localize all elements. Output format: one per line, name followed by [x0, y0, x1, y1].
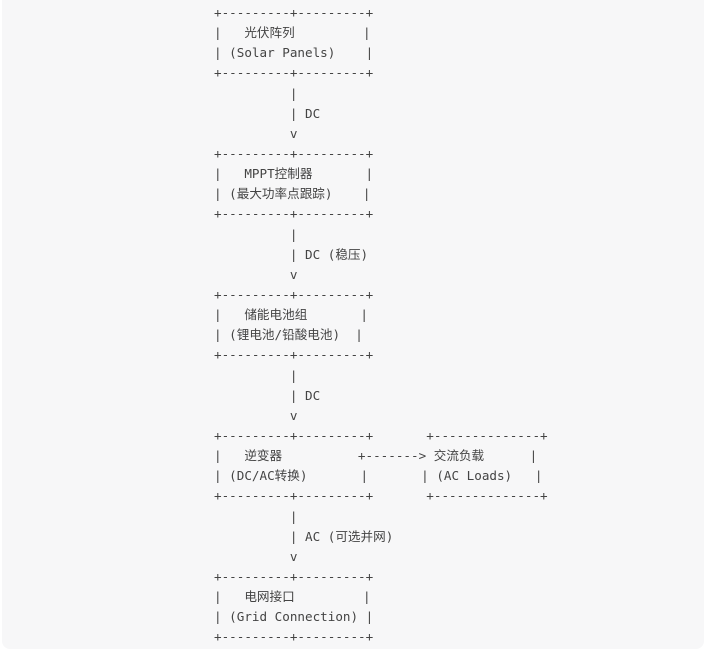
- ascii-diagram: +---------+---------+ | 光伏阵列 | | (Solar Pa…: [214, 3, 548, 648]
- inverter-and-loads-bottom-border: +---------+---------+ +--------------+: [214, 488, 548, 504]
- grid-box-top-border: +---------+---------+: [214, 568, 374, 584]
- battery-box-top-border: +---------+---------+: [214, 286, 374, 302]
- connector-label-dc: | DC: [214, 387, 321, 403]
- inverter-and-loads-subtitle-row: | (DC/AC转换) | | (AC Loads) |: [214, 468, 543, 484]
- connector-label-dc: | DC: [214, 105, 321, 121]
- mppt-box-subtitle: | (最大功率点跟踪) |: [214, 186, 371, 202]
- inverter-to-loads-title-row: | 逆变器 +-------> 交流负载 |: [214, 448, 538, 464]
- solar-box-subtitle: | (Solar Panels) |: [214, 45, 374, 61]
- connector-label-dc-regulated: | DC (稳压): [214, 246, 369, 262]
- battery-box-title: | 储能电池组 |: [214, 307, 368, 323]
- connector-line: |: [214, 85, 298, 101]
- battery-box-subtitle: | (锂电池/铅酸电池) |: [214, 327, 363, 343]
- grid-box-subtitle: | (Grid Connection) |: [214, 609, 374, 625]
- inverter-and-loads-top-border: +---------+---------+ +--------------+: [214, 427, 548, 443]
- mppt-box-bottom-border: +---------+---------+: [214, 206, 374, 222]
- arrow-down: v: [214, 407, 298, 423]
- mppt-box-top-border: +---------+---------+: [214, 145, 374, 161]
- solar-box-title: | 光伏阵列 |: [214, 25, 371, 41]
- battery-box-bottom-border: +---------+---------+: [214, 347, 374, 363]
- connector-line: |: [214, 367, 298, 383]
- connector-line: |: [214, 508, 298, 524]
- arrow-down: v: [214, 266, 298, 282]
- mppt-box-title: | MPPT控制器 |: [214, 166, 374, 182]
- solar-box-top-border: +---------+---------+: [214, 5, 374, 20]
- grid-box-bottom-border: +---------+---------+: [214, 629, 374, 645]
- arrow-down: v: [214, 548, 298, 564]
- grid-box-title: | 电网接口 |: [214, 589, 371, 605]
- solar-box-bottom-border: +---------+---------+: [214, 65, 374, 81]
- connector-line: |: [214, 226, 298, 242]
- arrow-down: v: [214, 125, 298, 141]
- connector-label-ac-grid-optional: | AC (可选并网): [214, 528, 394, 544]
